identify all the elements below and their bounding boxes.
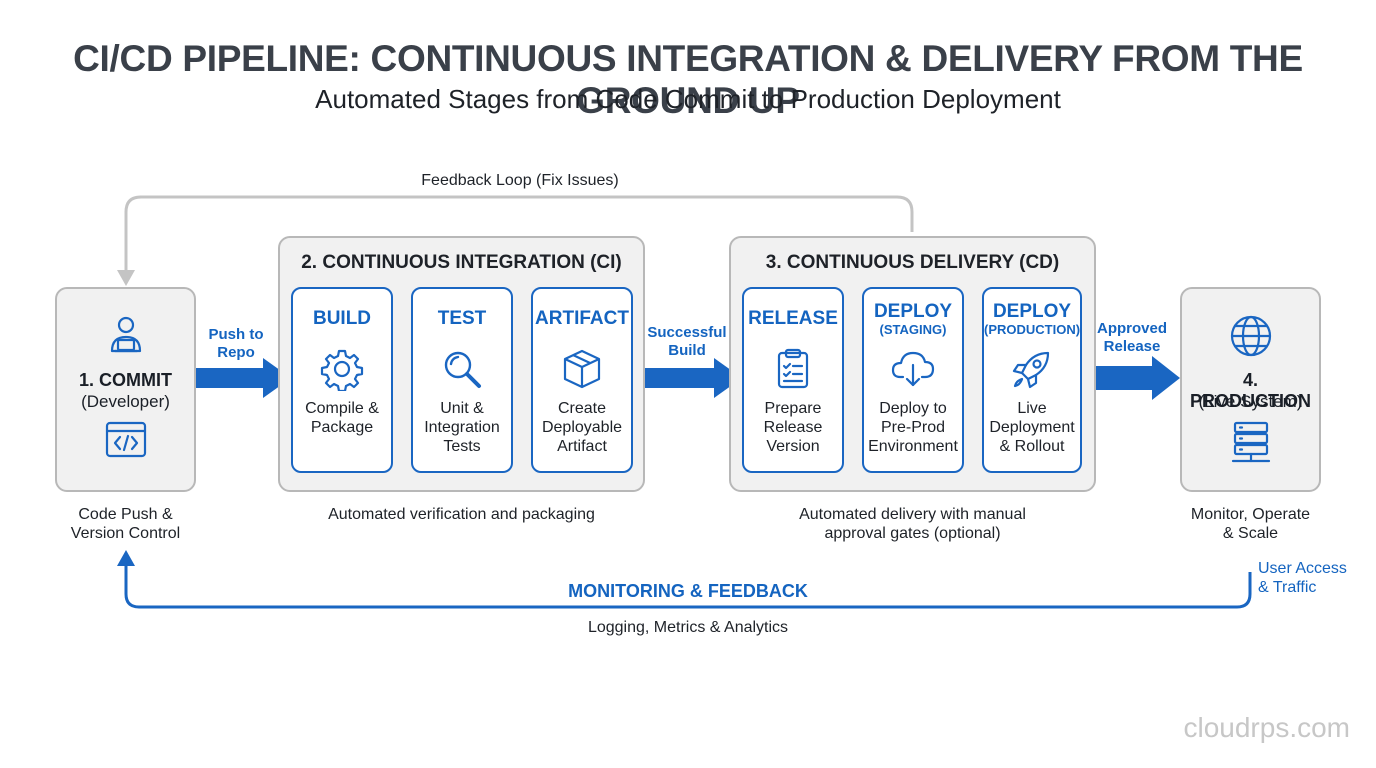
package-box-icon [563,349,601,389]
commit-caption: Code Push & Version Control [70,506,181,542]
release-card-title: RELEASE [748,308,838,329]
test-card-text: Unit & Integration Tests [424,400,500,455]
cd-caption: Automated delivery with manual approval … [799,506,1026,542]
push-to-repo-arrow [196,358,291,398]
production-subtitle: (Live System) [1198,392,1303,411]
deploy-production-card-text: Live Deployment & Rollout [989,400,1075,455]
deploy-staging-card: DEPLOY (STAGING) Deploy to Pre-Prod Envi… [862,287,964,473]
production-caption: Monitor, Operate & Scale [1190,506,1311,542]
watermark: cloudrps.com [1183,712,1350,743]
monitoring-subtitle: Logging, Metrics & Analytics [587,619,789,636]
cd-group-title: 3. CONTINUOUS DELIVERY (CD) [765,252,1060,273]
deploy-staging-card-subtitle: (STAGING) [879,322,947,337]
build-card-title: BUILD [312,308,372,329]
deploy-production-card: DEPLOY (PRODUCTION) Live Deployment & Ro… [982,287,1082,473]
monitoring-title: MONITORING & FEEDBACK [568,581,808,601]
monitoring-loop-arrowhead [117,550,135,566]
successful-build-label: Successful Build [647,324,727,359]
server-rack-icon [1231,421,1270,463]
commit-title: 1. COMMIT [79,370,172,390]
gear-icon [320,349,364,391]
feedback-loop-line [124,195,914,272]
approved-release-arrow [1082,356,1180,400]
monitoring-loop-line [124,566,1252,609]
clipboard-checklist-icon [777,348,809,389]
code-window-icon [105,421,146,458]
deploy-staging-card-text: Deploy to Pre-Prod Environment [868,400,958,455]
rocket-icon [1012,351,1050,389]
deploy-production-card-title: DEPLOY [992,301,1072,322]
page-subtitle: Automated Stages from Code Commit to Pro… [315,84,1061,114]
magnifier-icon [444,351,481,388]
test-card-title: TEST [437,308,487,329]
commit-subtitle: (Developer) [81,392,170,411]
cloud-download-icon [891,351,935,387]
developer-icon [110,316,141,353]
artifact-card-text: Create Deployable Artifact [541,400,623,455]
artifact-card: ARTIFACT Create Deployable Artifact [531,287,633,473]
page-title: CI/CD PIPELINE: CONTINUOUS INTEGRATION &… [73,38,1303,121]
ci-caption: Automated verification and packaging [328,506,595,523]
production-title: 4. PRODUCTION [1190,370,1311,411]
release-card-text: Prepare Release Version [763,400,823,455]
artifact-card-title: ARTIFACT [535,308,629,329]
build-card-text: Compile & Package [305,400,379,436]
push-to-repo-label: Push to Repo [208,326,264,361]
ci-group-title: 2. CONTINUOUS INTEGRATION (CI) [301,252,622,273]
release-card: RELEASE Prepare Release Version [742,287,844,473]
approved-release-label: Approved Release [1096,320,1167,355]
build-card: BUILD Compile & Package [291,287,393,473]
test-card: TEST Unit & Integration Tests [411,287,513,473]
commit-stage-box: 1. COMMIT (Developer) [55,287,196,492]
user-access-label: User Access & Traffic [1258,560,1347,596]
deploy-production-card-subtitle: (PRODUCTION) [984,322,1081,337]
successful-build-arrow [645,358,742,398]
feedback-loop-label: Feedback Loop (Fix Issues) [421,172,619,189]
globe-icon [1230,315,1271,357]
deploy-staging-card-title: DEPLOY [873,301,953,322]
production-stage-box: 4. PRODUCTION (Live System) [1180,287,1321,492]
feedback-loop-arrowhead [117,270,135,286]
